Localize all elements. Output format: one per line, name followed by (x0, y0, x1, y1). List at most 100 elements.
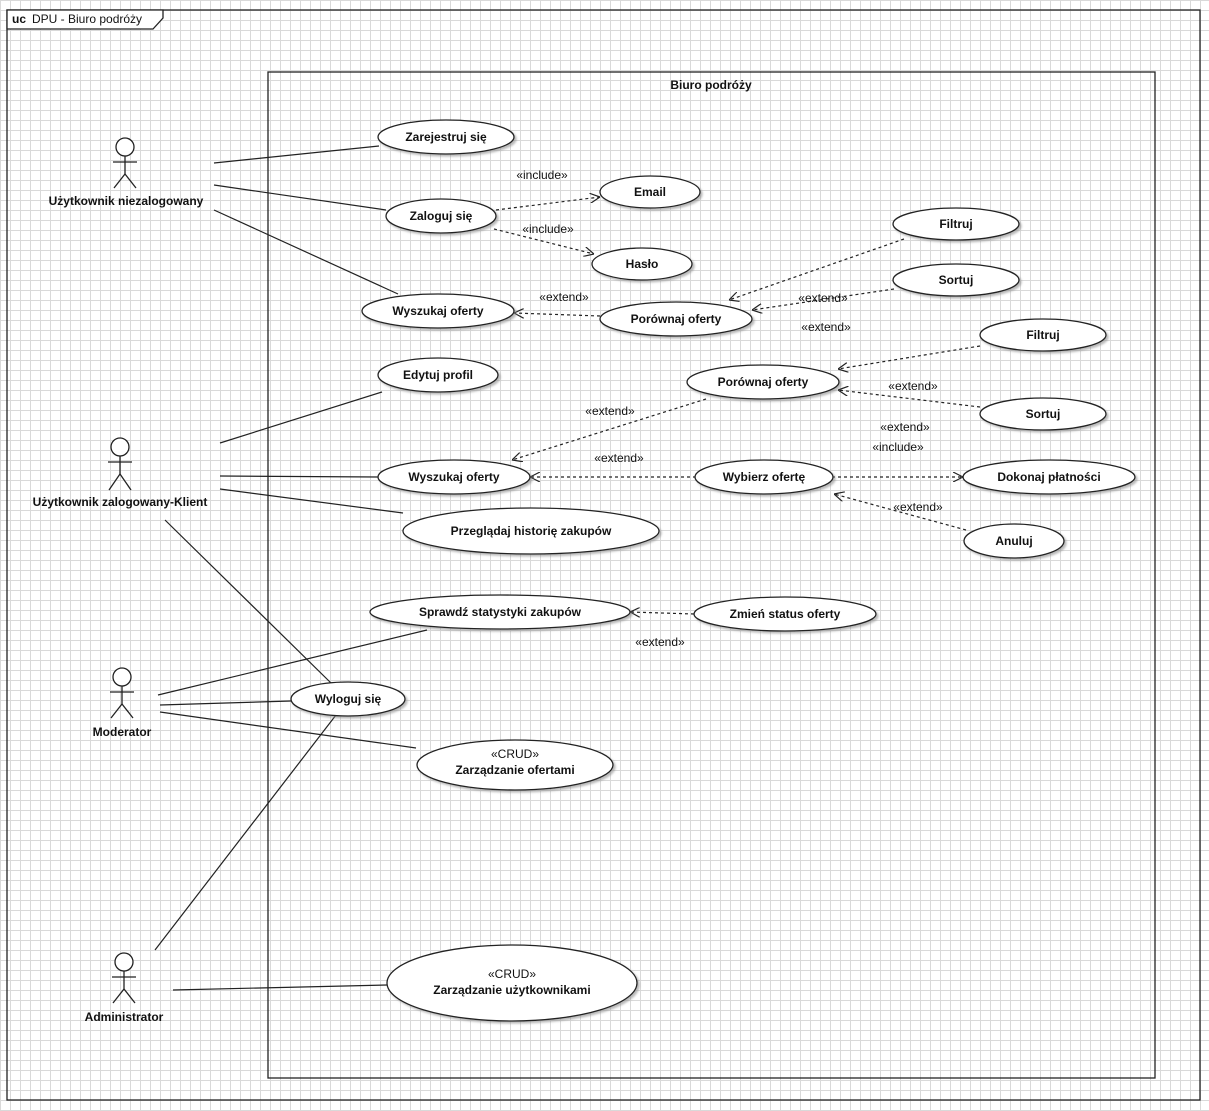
use-case-label: Wyszukaj oferty (408, 470, 499, 484)
use-case-ellipse (962, 459, 1136, 495)
use-case-ellipse (892, 263, 1020, 297)
use-case-ellipse (377, 459, 531, 495)
use-case-ellipse (369, 594, 631, 630)
actor-leg-right (121, 703, 134, 719)
use-case-password: Hasło (591, 247, 693, 281)
use-case-compare-offers-b: Porównaj oferty (686, 364, 840, 400)
frame-keyword: uc (12, 12, 26, 26)
use-case-ellipse (361, 293, 515, 329)
extend-label: «extend» (539, 290, 589, 304)
actor-leg-right (124, 173, 137, 189)
dependencies (493, 197, 981, 614)
use-case-manage-users: «CRUD» Zarządzanie użytkownikami (386, 944, 638, 1022)
use-case-ellipse (979, 318, 1107, 352)
use-case-ellipse (402, 507, 660, 555)
frame-title: DPU - Biuro podróży (32, 12, 142, 26)
extend-arrow-filter-compare-b (838, 345, 981, 369)
use-case-login: Zaloguj się (385, 198, 497, 234)
extend-arrow-change-status-stats (630, 612, 695, 614)
use-case-change-status: Zmień status oferty (693, 596, 877, 632)
use-case-label: Sortuj (1026, 407, 1061, 421)
use-case-ellipse (591, 247, 693, 281)
use-case-label: Sortuj (939, 273, 974, 287)
use-case-ellipse (290, 681, 406, 717)
use-case-sort: Sortuj (892, 263, 1020, 297)
include-label: «include» (522, 222, 574, 236)
use-case-label: Zarządzanie użytkownikami (433, 983, 590, 997)
stick-figure-icon (113, 137, 137, 189)
use-case-compare-offers: Porównaj oferty (599, 301, 753, 337)
use-case-label: Dokonaj płatności (997, 470, 1100, 484)
extend-label: «extend» (585, 404, 635, 418)
use-case-label: Wyloguj się (315, 692, 382, 706)
use-case-choose-offer: Wybierz ofertę (694, 459, 834, 495)
stick-figure-icon (110, 667, 134, 719)
use-case-ellipse (694, 459, 834, 495)
extend-arrow-compare-search (514, 313, 601, 316)
use-case-ellipse (386, 944, 638, 1022)
actor-head (114, 952, 134, 972)
associations (154, 145, 428, 991)
extend-label: «extend» (635, 635, 685, 649)
association-client-logout (164, 519, 332, 684)
use-case-cancel: Anuluj (963, 523, 1065, 559)
use-case-ellipse (599, 301, 753, 337)
use-case-edit-profile: Edytuj profil (377, 357, 499, 393)
use-case-filter: Filtruj (892, 207, 1020, 241)
association-guest-login (213, 184, 387, 211)
include-arrow-login-email (495, 197, 600, 211)
actor-leg-right (123, 988, 136, 1004)
use-case-manage-offers: «CRUD» Zarządzanie ofertami (416, 739, 614, 791)
system-boundary (267, 71, 1156, 1079)
actor-head (115, 137, 135, 157)
association-guest-register (213, 145, 380, 164)
extend-label: «extend» (594, 451, 644, 465)
use-case-label: Hasło (626, 257, 659, 271)
use-case-email: Email (599, 175, 701, 209)
frame-heading: uc DPU - Biuro podróży (12, 12, 142, 26)
extend-arrow-cancel-choose (834, 494, 967, 531)
dependency-labels: «include» «include» «extend» «extend» «e… (516, 168, 943, 649)
actor-label: Użytkownik niezalogowany (49, 194, 204, 208)
actor-leg-left (110, 703, 123, 719)
use-case-register: Zarejestruj się (377, 119, 515, 155)
association-client-search (219, 475, 379, 478)
use-case-label: Porównaj oferty (718, 375, 809, 389)
use-case-label: Edytuj profil (403, 368, 473, 382)
use-case-ellipse (686, 364, 840, 400)
include-arrow-login-password (493, 228, 594, 254)
use-case-label: Zarejestruj się (405, 130, 487, 144)
extend-label: «extend» (888, 379, 938, 393)
use-case-search-offers: Wyszukaj oferty (361, 293, 515, 329)
use-case-label: Zmień status oferty (730, 607, 841, 621)
actor-admin: Administrator (85, 952, 164, 1024)
use-case-ellipse (892, 207, 1020, 241)
use-case-label: Anuluj (995, 534, 1032, 548)
use-case-stereotype: «CRUD» (491, 747, 539, 761)
extend-arrow-filter-compare (729, 238, 905, 300)
actor-leg-left (108, 473, 121, 491)
actor-label: Użytkownik zalogowany-Klient (33, 495, 208, 509)
stick-figure-icon (108, 437, 132, 491)
association-guest-search (213, 209, 399, 295)
stick-figure-icon (112, 952, 136, 1004)
use-case-ellipse (693, 596, 877, 632)
use-case-logout: Wyloguj się (290, 681, 406, 717)
use-case-label: Filtruj (1026, 328, 1059, 342)
system-title: Biuro podróży (670, 78, 752, 92)
use-case-filter-b: Filtruj (979, 318, 1107, 352)
use-case-ellipse (963, 523, 1065, 559)
use-case-label: Zaloguj się (410, 209, 473, 223)
use-case-label: Zarządzanie ofertami (455, 763, 574, 777)
actor-guest: Użytkownik niezalogowany (49, 137, 204, 208)
actor-leg-left (112, 988, 125, 1004)
use-case-stereotype: «CRUD» (488, 967, 536, 981)
use-case-purchase-stats: Sprawdź statystyki zakupów (369, 594, 631, 630)
include-label: «include» (516, 168, 568, 182)
actor-head (112, 667, 132, 687)
use-case-ellipse (377, 357, 499, 393)
association-moderator-stats (157, 629, 428, 696)
association-moderator-logout (159, 700, 292, 706)
